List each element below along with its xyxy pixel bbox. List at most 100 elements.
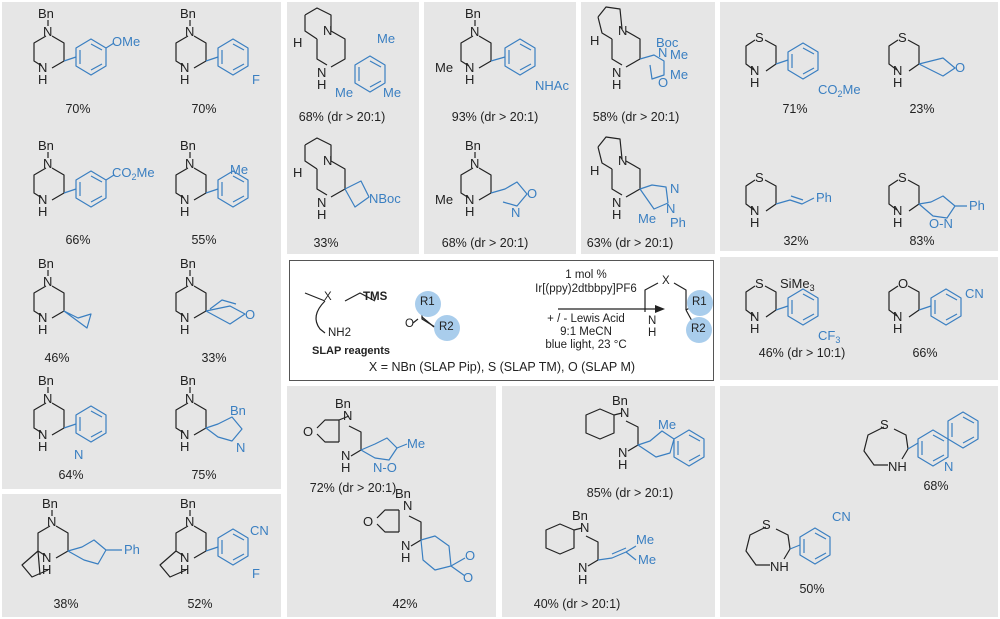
- product-x-label: X: [662, 275, 670, 287]
- svg-text:Ph: Ph: [670, 215, 686, 230]
- yield-label: 66%: [65, 233, 91, 247]
- svg-text:N: N: [323, 23, 332, 38]
- svg-text:N: N: [401, 538, 410, 553]
- panel-slap-pip-aryl: [2, 2, 281, 489]
- compound-cyclopropyl: [33, 255, 92, 338]
- svg-text:N: N: [618, 23, 627, 38]
- svg-text:OMe: OMe: [112, 34, 140, 49]
- svg-text:N: N: [893, 309, 902, 324]
- yield-label: 85% (dr > 20:1): [586, 486, 674, 500]
- svg-text:CF3: CF3: [818, 328, 840, 345]
- svg-text:H: H: [612, 77, 621, 92]
- reagent-x-label: X: [324, 291, 332, 303]
- svg-text:O: O: [527, 186, 537, 201]
- svg-text:O: O: [658, 75, 668, 90]
- yield-label: 46% (dr > 10:1): [758, 346, 846, 360]
- svg-text:N: N: [666, 201, 675, 216]
- compound-spiro-isoxazolyl: Ph: [21, 495, 140, 578]
- svg-text:NBoc: NBoc: [369, 191, 401, 206]
- conditions-catalyst-loading: 1 mol %: [565, 269, 607, 281]
- panel-bicyclic-top: [287, 2, 419, 254]
- panel-fused-furo: [287, 386, 496, 617]
- svg-text:Me: Me: [638, 211, 656, 226]
- svg-text:N: N: [670, 181, 679, 196]
- svg-text:N: N: [944, 459, 953, 474]
- svg-text:Me: Me: [230, 162, 248, 177]
- yield-label: 64%: [58, 468, 84, 482]
- panel-thiomorpholine: [720, 2, 998, 251]
- svg-text:H: H: [612, 207, 621, 222]
- svg-text:O: O: [463, 570, 473, 585]
- yield-label: 23%: [909, 102, 935, 116]
- yield-label: 33%: [313, 236, 339, 250]
- svg-text:N: N: [74, 447, 83, 462]
- yield-label: 42%: [392, 597, 418, 611]
- svg-text:H: H: [317, 207, 326, 222]
- svg-text:Me: Me: [638, 552, 656, 567]
- svg-text:N: N: [323, 153, 332, 168]
- svg-text:Bn: Bn: [335, 396, 351, 411]
- svg-text:Boc: Boc: [656, 35, 679, 50]
- svg-text:O: O: [465, 548, 475, 563]
- svg-text:Ph: Ph: [969, 198, 985, 213]
- compound-thio-co2me-phenyl: CO2Me: [745, 29, 861, 99]
- svg-text:N: N: [580, 520, 589, 535]
- ketone-r2-label: R2: [439, 321, 454, 333]
- yield-label: 93% (dr > 20:1): [451, 110, 539, 124]
- yield-label: 50%: [799, 582, 825, 596]
- svg-text:O: O: [245, 307, 255, 322]
- yield-label: 33%: [201, 351, 227, 365]
- conditions-catalyst: Ir[(ppy)2dtbbpy]PF6: [535, 283, 637, 295]
- svg-text:Bn: Bn: [612, 393, 628, 408]
- svg-text:O: O: [363, 514, 373, 529]
- yield-label: 55%: [191, 233, 217, 247]
- compound-spiro-cn-f-phenyl: CNF: [159, 495, 269, 581]
- compound-3-methoxyphenyl: OMe: [33, 5, 140, 88]
- svg-text:N: N: [620, 405, 629, 420]
- svg-text:H: H: [401, 550, 410, 565]
- product-r1-label: R1: [692, 296, 707, 308]
- svg-text:N: N: [341, 448, 350, 463]
- svg-text:H: H: [293, 165, 302, 180]
- yield-label: 68% (dr > 20:1): [441, 236, 529, 250]
- svg-text:O: O: [955, 60, 965, 75]
- panel-pyrrolopyrazine: [581, 2, 715, 254]
- reaction-scheme: X TMS NH2 SLAP reagents O R1 R2 1 mol % …: [289, 260, 714, 381]
- svg-text:Me: Me: [435, 60, 453, 75]
- svg-text:Me: Me: [407, 436, 425, 451]
- yield-label: 68% (dr > 20:1): [298, 110, 386, 124]
- svg-text:H: H: [317, 77, 326, 92]
- svg-text:F: F: [252, 72, 260, 87]
- yield-label: 75%: [191, 468, 217, 482]
- yield-label: 72% (dr > 20:1): [309, 481, 397, 495]
- svg-text:F: F: [252, 566, 260, 581]
- svg-text:N: N: [511, 205, 520, 220]
- svg-text:N: N: [317, 195, 326, 210]
- ketone-r1-label: R1: [420, 296, 435, 308]
- svg-text:N: N: [343, 408, 352, 423]
- svg-text:Me: Me: [670, 67, 688, 82]
- svg-text:Ph: Ph: [124, 542, 140, 557]
- svg-text:N: N: [612, 65, 621, 80]
- svg-text:O: O: [898, 276, 908, 291]
- svg-text:O: O: [303, 424, 313, 439]
- yield-label: 63% (dr > 20:1): [586, 236, 674, 250]
- svg-text:NH: NH: [888, 459, 907, 474]
- svg-text:H: H: [893, 321, 902, 336]
- conditions-lewis-acid: + / - Lewis Acid: [547, 313, 625, 325]
- yield-label: 38%: [53, 597, 79, 611]
- compound-spiro-thp: O: [175, 255, 255, 338]
- svg-text:O-N: O-N: [929, 216, 953, 231]
